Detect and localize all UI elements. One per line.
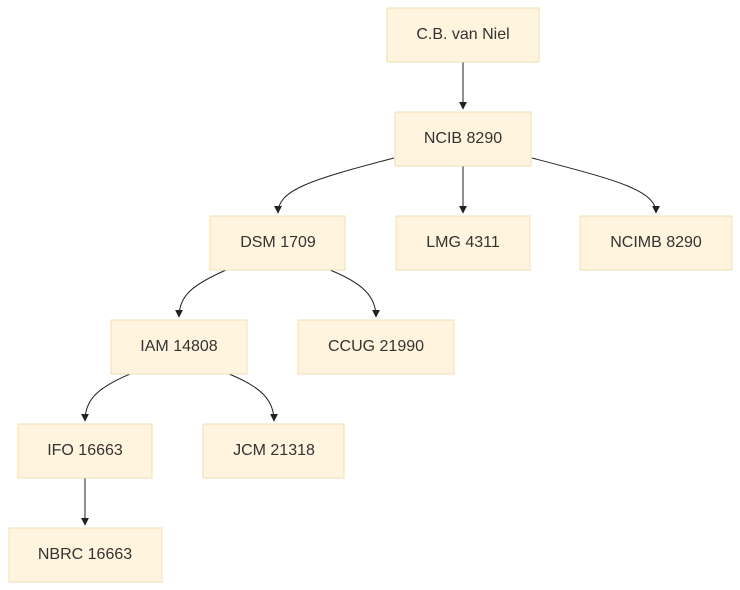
- edge-ncib8290-dsm1709: [274, 157, 395, 214]
- node-ncib8290[interactable]: NCIB 8290: [394, 111, 532, 167]
- node-box: [297, 319, 455, 375]
- node-box: [17, 423, 153, 479]
- edge-iam14808-jcm21318: [228, 373, 278, 422]
- edges: [81, 62, 660, 526]
- node-ccug21990[interactable]: CCUG 21990: [297, 319, 455, 375]
- node-box: [8, 527, 163, 583]
- node-label: NCIMB 8290: [610, 234, 702, 251]
- node-label: LMG 4311: [426, 234, 500, 251]
- node-box: [394, 111, 532, 167]
- node-ncimb8290[interactable]: NCIMB 8290: [579, 215, 733, 271]
- node-box: [386, 7, 540, 63]
- node-iam14808[interactable]: IAM 14808: [110, 319, 248, 375]
- node-jcm21318[interactable]: JCM 21318: [202, 423, 345, 479]
- node-label: NBRC 16663: [38, 546, 132, 563]
- node-label: C.B. van Niel: [416, 26, 509, 43]
- node-box: [579, 215, 733, 271]
- node-label: DSM 1709: [240, 234, 316, 251]
- node-label: JCM 21318: [233, 442, 315, 459]
- edge-dsm1709-ccug21990: [329, 269, 380, 318]
- node-label: CCUG 21990: [328, 338, 424, 355]
- node-label: IAM 14808: [140, 338, 217, 355]
- node-nbrc16663[interactable]: NBRC 16663: [8, 527, 163, 583]
- node-box: [110, 319, 248, 375]
- node-box: [395, 215, 531, 271]
- edge-ncib8290-ncimb8290: [531, 157, 660, 214]
- edge-iam14808-ifo16663: [81, 373, 131, 422]
- node-label: NCIB 8290: [424, 130, 502, 147]
- edge-dsm1709-iam14808: [175, 269, 227, 318]
- node-vanniel[interactable]: C.B. van Niel: [386, 7, 540, 63]
- node-dsm1709[interactable]: DSM 1709: [209, 215, 346, 271]
- node-ifo16663[interactable]: IFO 16663: [17, 423, 153, 479]
- node-label: IFO 16663: [47, 442, 123, 459]
- node-lmg4311[interactable]: LMG 4311: [395, 215, 531, 271]
- node-box: [209, 215, 346, 271]
- node-box: [202, 423, 345, 479]
